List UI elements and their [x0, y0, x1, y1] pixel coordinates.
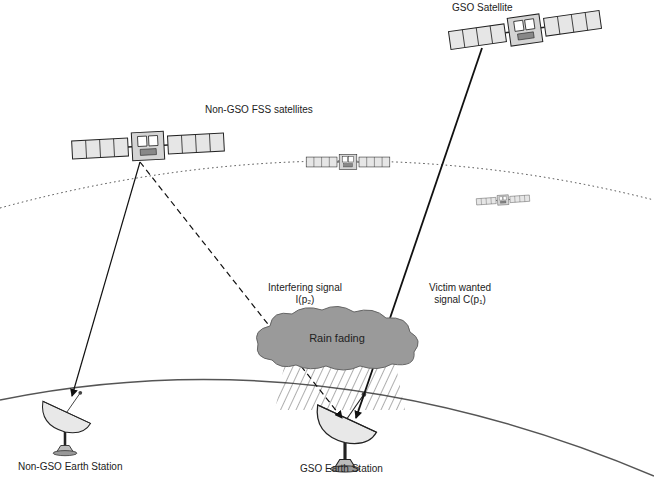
text-label: GSO Earth Station — [300, 463, 410, 475]
node-text: Rain fading — [309, 332, 365, 344]
orbit-arc — [0, 161, 654, 208]
text-label: Non-GSO FSS satellites — [205, 104, 335, 116]
gso-earth-station — [317, 392, 376, 472]
text-label: GSO Satellite — [452, 2, 542, 14]
text-label: Non-GSO Earth Station — [18, 461, 148, 473]
text-label: Victim wanted signal C(p₁) — [418, 282, 502, 306]
downlink-arrow — [72, 162, 140, 396]
rain-cloud: Rain fading — [252, 304, 422, 372]
non-gso-satellite — [306, 154, 390, 169]
non-gso-earth-station — [43, 391, 91, 456]
non-gso-satellite — [71, 128, 224, 164]
non-gso-satellite — [476, 193, 530, 206]
text-label: Interfering signal I(p₂) — [262, 282, 348, 306]
